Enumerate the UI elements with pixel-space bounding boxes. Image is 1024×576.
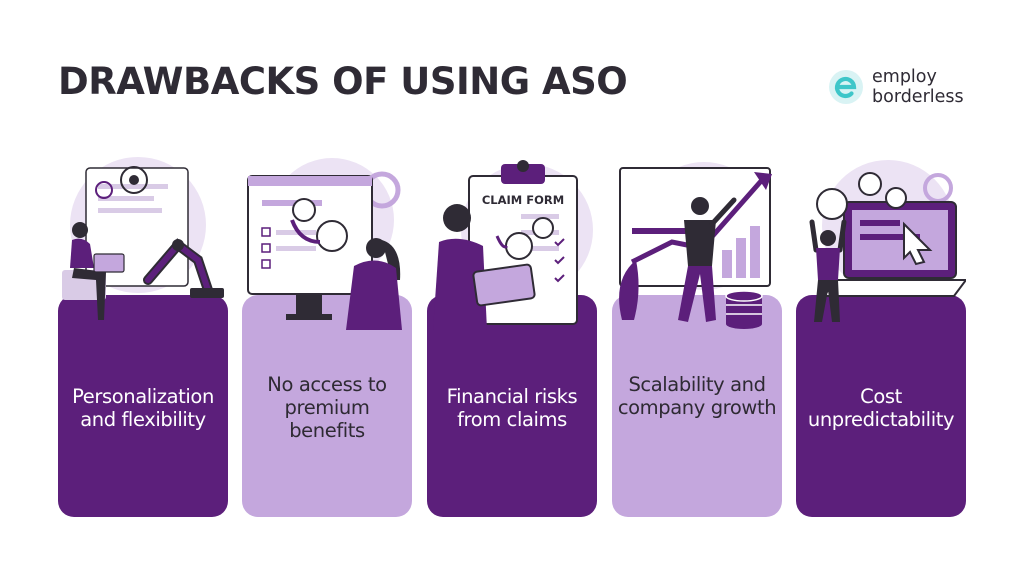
card-label: Cost unpredictability — [807, 385, 955, 431]
card-personalization: Personalization and flexibility — [58, 295, 228, 517]
logo-e-icon — [829, 70, 863, 104]
logo-line-1: employ — [872, 67, 937, 87]
card-financial-risks: Financial risks from claims — [427, 295, 597, 517]
card-no-premium-benefits: No access to premium benefits — [242, 295, 412, 517]
dollar-coin-icon — [316, 220, 348, 252]
card-scalability: Scalability and company growth — [612, 295, 782, 517]
dollar-coin-icon — [292, 198, 316, 222]
dollar-coin-icon — [505, 232, 533, 260]
gear-icon — [120, 166, 148, 194]
claim-form-heading: CLAIM FORM — [482, 193, 564, 207]
dollar-coin-icon — [885, 187, 907, 209]
card-label: Scalability and company growth — [617, 373, 777, 419]
cursor-icon — [903, 221, 933, 266]
logo-line-2: borderless — [872, 87, 964, 107]
woman-laptop-robot-arm-illustration — [62, 157, 224, 320]
employ-borderless-logo[interactable]: employ borderless — [828, 62, 964, 112]
card-label: Financial risks from claims — [446, 385, 578, 431]
logo-text: employ borderless — [872, 67, 964, 107]
dollar-coin-icon — [816, 188, 848, 220]
man-coins-laptop-cursor-illustration — [809, 160, 966, 322]
card-label: Personalization and flexibility — [72, 385, 214, 431]
dollar-coin-icon — [858, 172, 882, 196]
card-cost-unpredictability: Cost unpredictability — [796, 295, 966, 517]
woman-monitor-checklist-coins-illustration — [247, 158, 402, 330]
page-title: DRAWBACKS OF USING ASO — [58, 60, 628, 103]
gear-icon — [95, 181, 113, 199]
woman-tablet-claim-form-illustration: CLAIM FORM — [433, 160, 593, 330]
man-growth-chart-coins-illustration — [619, 162, 772, 329]
card-label: No access to premium benefits — [267, 373, 387, 442]
dollar-coin-icon — [532, 217, 554, 239]
